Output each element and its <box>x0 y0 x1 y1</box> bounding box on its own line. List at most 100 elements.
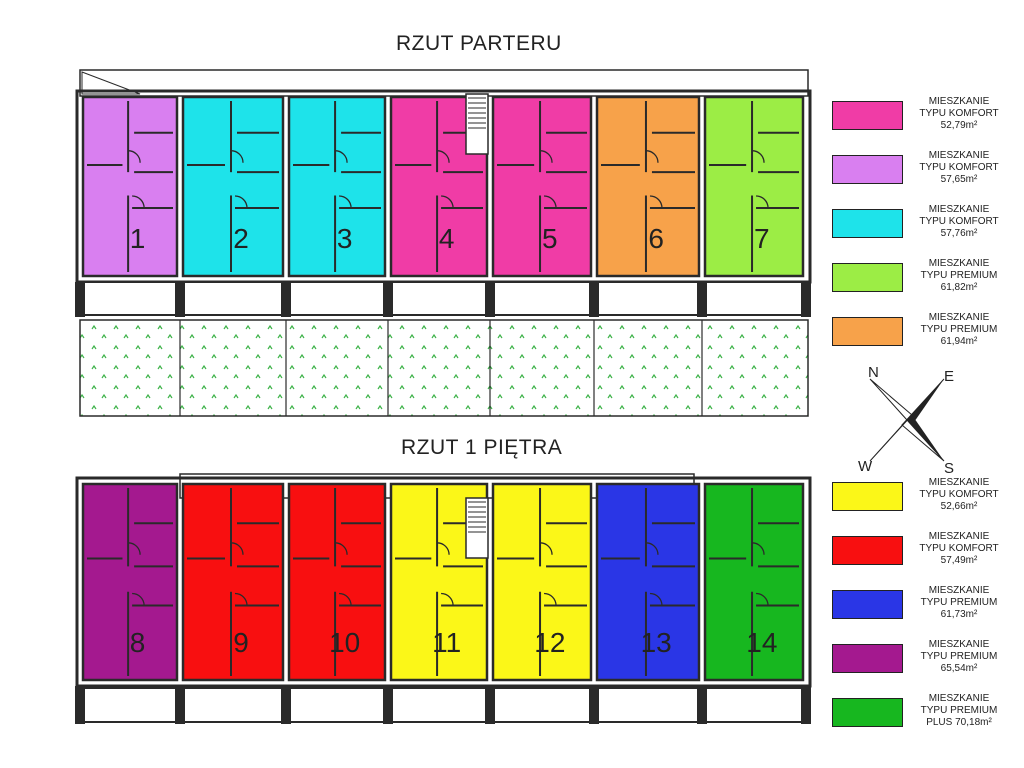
first-pillar <box>697 686 707 724</box>
legend-label-line: TYPU KOMFORT <box>919 216 999 227</box>
ground-door-arc <box>543 195 557 209</box>
first-unit-number: 12 <box>534 627 565 658</box>
ground-pillar <box>383 282 393 317</box>
first-pillar <box>75 686 85 724</box>
ground-door-arc <box>335 150 348 163</box>
first-pillar <box>383 686 393 724</box>
first-door-arc <box>437 542 450 555</box>
first-balcony <box>182 687 284 723</box>
ground-door-arc <box>230 150 244 163</box>
legend-label-line: MIESZKANIE <box>928 693 990 704</box>
first-balcony <box>390 687 488 723</box>
ground-door-arc <box>645 150 659 163</box>
compass-rose-icon: N E S W <box>858 365 954 475</box>
first-door-arc <box>649 592 663 606</box>
legend-label-line: TYPU PREMIUM <box>920 651 998 662</box>
first-floor-title: RZUT 1 PIĘTRA <box>401 436 563 459</box>
ground-balcony <box>82 281 178 316</box>
ground-balcony <box>390 281 488 316</box>
legend-label-line: TYPU PREMIUM <box>920 324 998 335</box>
first-unit-number: 14 <box>746 627 777 658</box>
ground-floor-title: RZUT PARTERU <box>396 32 562 55</box>
ground-unit-1 <box>81 95 179 278</box>
legend-label-line: 52,79m² <box>940 120 978 131</box>
first-door-arc <box>128 542 141 555</box>
ground-unit-7 <box>703 95 805 278</box>
ground-unit-number: 2 <box>233 223 249 254</box>
first-balcony <box>596 687 700 723</box>
legend-label-line: 61,73m² <box>940 609 978 620</box>
legend-swatch <box>832 101 903 130</box>
ground-pillar <box>697 282 707 317</box>
ground-unit-number: 3 <box>337 223 353 254</box>
first-staircase <box>465 497 489 559</box>
first-door-arc <box>539 542 553 555</box>
first-pillar <box>281 686 291 724</box>
ground-balcony <box>704 281 804 316</box>
compass-e: E <box>944 368 954 385</box>
ground-door-arc <box>132 195 145 209</box>
ground-door-arc <box>751 150 765 163</box>
legend-label-line: TYPU KOMFORT <box>919 543 999 554</box>
legend-swatch <box>832 317 903 346</box>
ground-unit-2 <box>181 95 285 278</box>
legend-label-line: 52,66m² <box>940 501 978 512</box>
ground-door-arc <box>339 195 352 209</box>
ground-unit-6 <box>595 95 701 278</box>
first-unit-number: 13 <box>641 627 672 658</box>
ramp <box>81 71 141 95</box>
first-outline <box>75 476 812 688</box>
legend-label-line: TYPU PREMIUM <box>920 270 998 281</box>
compass-w: W <box>858 458 873 475</box>
ground-door-arc <box>437 150 450 163</box>
first-pillar <box>801 686 811 724</box>
first-unit-number: 10 <box>329 627 360 658</box>
ground-balcony <box>182 281 284 316</box>
first-balcony <box>288 687 386 723</box>
first-door-arc <box>132 592 145 606</box>
legend-swatch <box>832 698 903 727</box>
ground-pillar <box>589 282 599 317</box>
legend-label-line: MIESZKANIE <box>928 258 990 269</box>
first-unit-number: 8 <box>130 627 146 658</box>
legend-label-line: TYPU KOMFORT <box>919 162 999 173</box>
first-unit-number: 9 <box>233 627 249 658</box>
first-door-arc <box>543 592 557 606</box>
first-door-arc <box>339 592 352 606</box>
ground-pillar <box>75 282 85 317</box>
first-unit-8 <box>81 482 179 682</box>
first-balcony <box>704 687 804 723</box>
first-unit-13 <box>595 482 701 682</box>
legend-label-line: TYPU KOMFORT <box>919 108 999 119</box>
first-unit-9 <box>181 482 285 682</box>
compass-n: N <box>868 365 879 381</box>
legend-label-line: 57,65m² <box>940 174 978 185</box>
legend-swatch <box>832 590 903 619</box>
first-unit-14 <box>703 482 805 682</box>
first-door-arc <box>335 542 348 555</box>
legend-label-line: MIESZKANIE <box>928 150 990 161</box>
ground-door-arc <box>441 195 454 209</box>
legend-swatch <box>832 482 903 511</box>
first-pillar <box>589 686 599 724</box>
first-unit-11 <box>389 482 489 682</box>
legend-label-line: MIESZKANIE <box>928 204 990 215</box>
legend-swatch <box>832 155 903 184</box>
legend-label-line: PLUS 70,18m² <box>926 717 992 728</box>
